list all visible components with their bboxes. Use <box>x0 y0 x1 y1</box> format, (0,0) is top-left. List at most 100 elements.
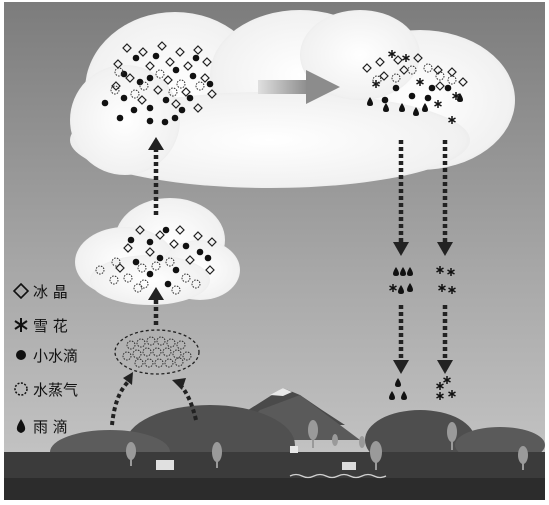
droplet-particle <box>196 248 204 256</box>
ice-crystal-particle <box>435 81 445 91</box>
droplet-particle <box>178 106 186 114</box>
ice-crystal-particle <box>193 103 203 113</box>
ice-crystal-particle <box>145 247 155 257</box>
ice-crystal-particle <box>165 57 175 67</box>
ice-crystal-particle <box>207 89 217 99</box>
droplet-particle <box>164 280 172 288</box>
droplet-particle <box>204 254 212 262</box>
ice-crystal-particle <box>375 57 385 67</box>
vapor-particle <box>151 261 161 271</box>
vapor-particle <box>134 358 144 368</box>
ice-crystal-particle <box>157 41 167 51</box>
vapor-particle <box>176 340 186 350</box>
snow-cap <box>270 388 292 396</box>
ice-crystal-particle <box>393 55 403 65</box>
raindrop-particle <box>398 285 404 294</box>
vapor-particle <box>391 73 401 83</box>
raindrop-particle <box>457 93 463 102</box>
filled-dot-icon <box>16 350 26 360</box>
vapor-particle <box>132 349 142 359</box>
legend-item-raindrop: 雨 滴 <box>16 418 68 436</box>
snowflake-particle <box>388 50 396 58</box>
landscape <box>4 388 545 500</box>
droplet-particle <box>381 96 389 104</box>
vapor-particle <box>162 347 172 357</box>
droplet-particle <box>161 118 169 126</box>
vapor-particle <box>139 81 149 91</box>
snowflake-particle <box>448 286 456 294</box>
ice-crystal-particle <box>202 57 212 67</box>
ice-crystal-particle <box>175 225 185 235</box>
vapor-particle <box>109 275 119 285</box>
droplet-particle <box>132 54 140 62</box>
snowflake-particle <box>434 100 442 108</box>
droplet-particle <box>146 104 154 112</box>
vapor-particle <box>130 89 140 99</box>
particles <box>95 41 468 400</box>
vapor-particle <box>133 283 143 293</box>
vapor-particle <box>407 65 417 75</box>
rising-arrow-lower <box>148 287 164 325</box>
raindrop-particle <box>395 378 401 387</box>
vapor-particle <box>152 347 162 357</box>
droplet-particle <box>127 236 135 244</box>
raindrop-particle <box>407 283 413 292</box>
ice-crystal-particle <box>155 230 165 240</box>
ice-crystal-particle <box>153 85 163 95</box>
droplet-particle <box>172 66 180 74</box>
droplet-particle <box>428 84 436 92</box>
droplet-particle <box>408 92 416 100</box>
dotted-circle-icon <box>14 382 28 396</box>
vapor-particle <box>172 349 182 359</box>
ice-crystal-particle <box>193 45 203 55</box>
raindrop-particle <box>407 267 413 276</box>
legend-label: 雪 花 <box>33 317 68 335</box>
vapor-particle <box>155 69 165 79</box>
vapor-particle <box>114 67 124 77</box>
vapor-particle <box>123 273 133 283</box>
droplet-particle <box>152 52 160 60</box>
ice-crystal-particle <box>169 239 179 249</box>
droplet-particle <box>146 117 154 125</box>
falling-arrow-left <box>393 140 409 374</box>
droplet-particle <box>424 94 432 102</box>
ice-crystal-particle <box>171 99 181 109</box>
houses <box>156 446 356 470</box>
vapor-particle <box>171 285 181 295</box>
droplet-particle <box>120 70 128 78</box>
vapor-particle <box>110 85 120 95</box>
ice-crystal-particle <box>123 243 133 253</box>
ice-crystal-particle <box>379 71 389 81</box>
raindrop-particle <box>422 103 428 112</box>
trees <box>126 420 528 470</box>
snowflake-particle <box>436 392 444 400</box>
vapor-particle <box>168 87 178 97</box>
vapor-particle <box>122 351 132 361</box>
raindrop-particle <box>393 267 399 276</box>
raindrop-particle <box>400 267 406 276</box>
ice-crystal-particle <box>145 61 155 71</box>
droplet-particle <box>186 94 194 102</box>
droplet-particle <box>182 242 190 250</box>
snowflake-particle <box>416 78 424 86</box>
snowflake-particle <box>402 54 410 62</box>
droplet-particle <box>444 84 452 92</box>
droplet-particle <box>146 238 154 246</box>
vapor-particle <box>164 358 174 368</box>
snowflake-particle <box>438 284 446 292</box>
vapor-particle <box>111 257 121 267</box>
ice-crystal-particle <box>205 265 215 275</box>
raindrop-particle <box>389 391 395 400</box>
vapor-particle <box>146 336 156 346</box>
rising-arrow-upper <box>148 137 164 215</box>
legend-item-ice-crystal: 冰 晶 <box>12 282 68 301</box>
vapor-particle <box>165 257 175 267</box>
ice-crystal-particle <box>362 63 372 73</box>
droplet-particle <box>189 72 197 80</box>
vapor-particle <box>154 358 164 368</box>
ice-crystal-particle <box>115 263 125 273</box>
ice-crystal-particle <box>207 237 217 247</box>
ice-crystal-particle <box>122 43 132 53</box>
upper-cloud <box>70 10 515 188</box>
